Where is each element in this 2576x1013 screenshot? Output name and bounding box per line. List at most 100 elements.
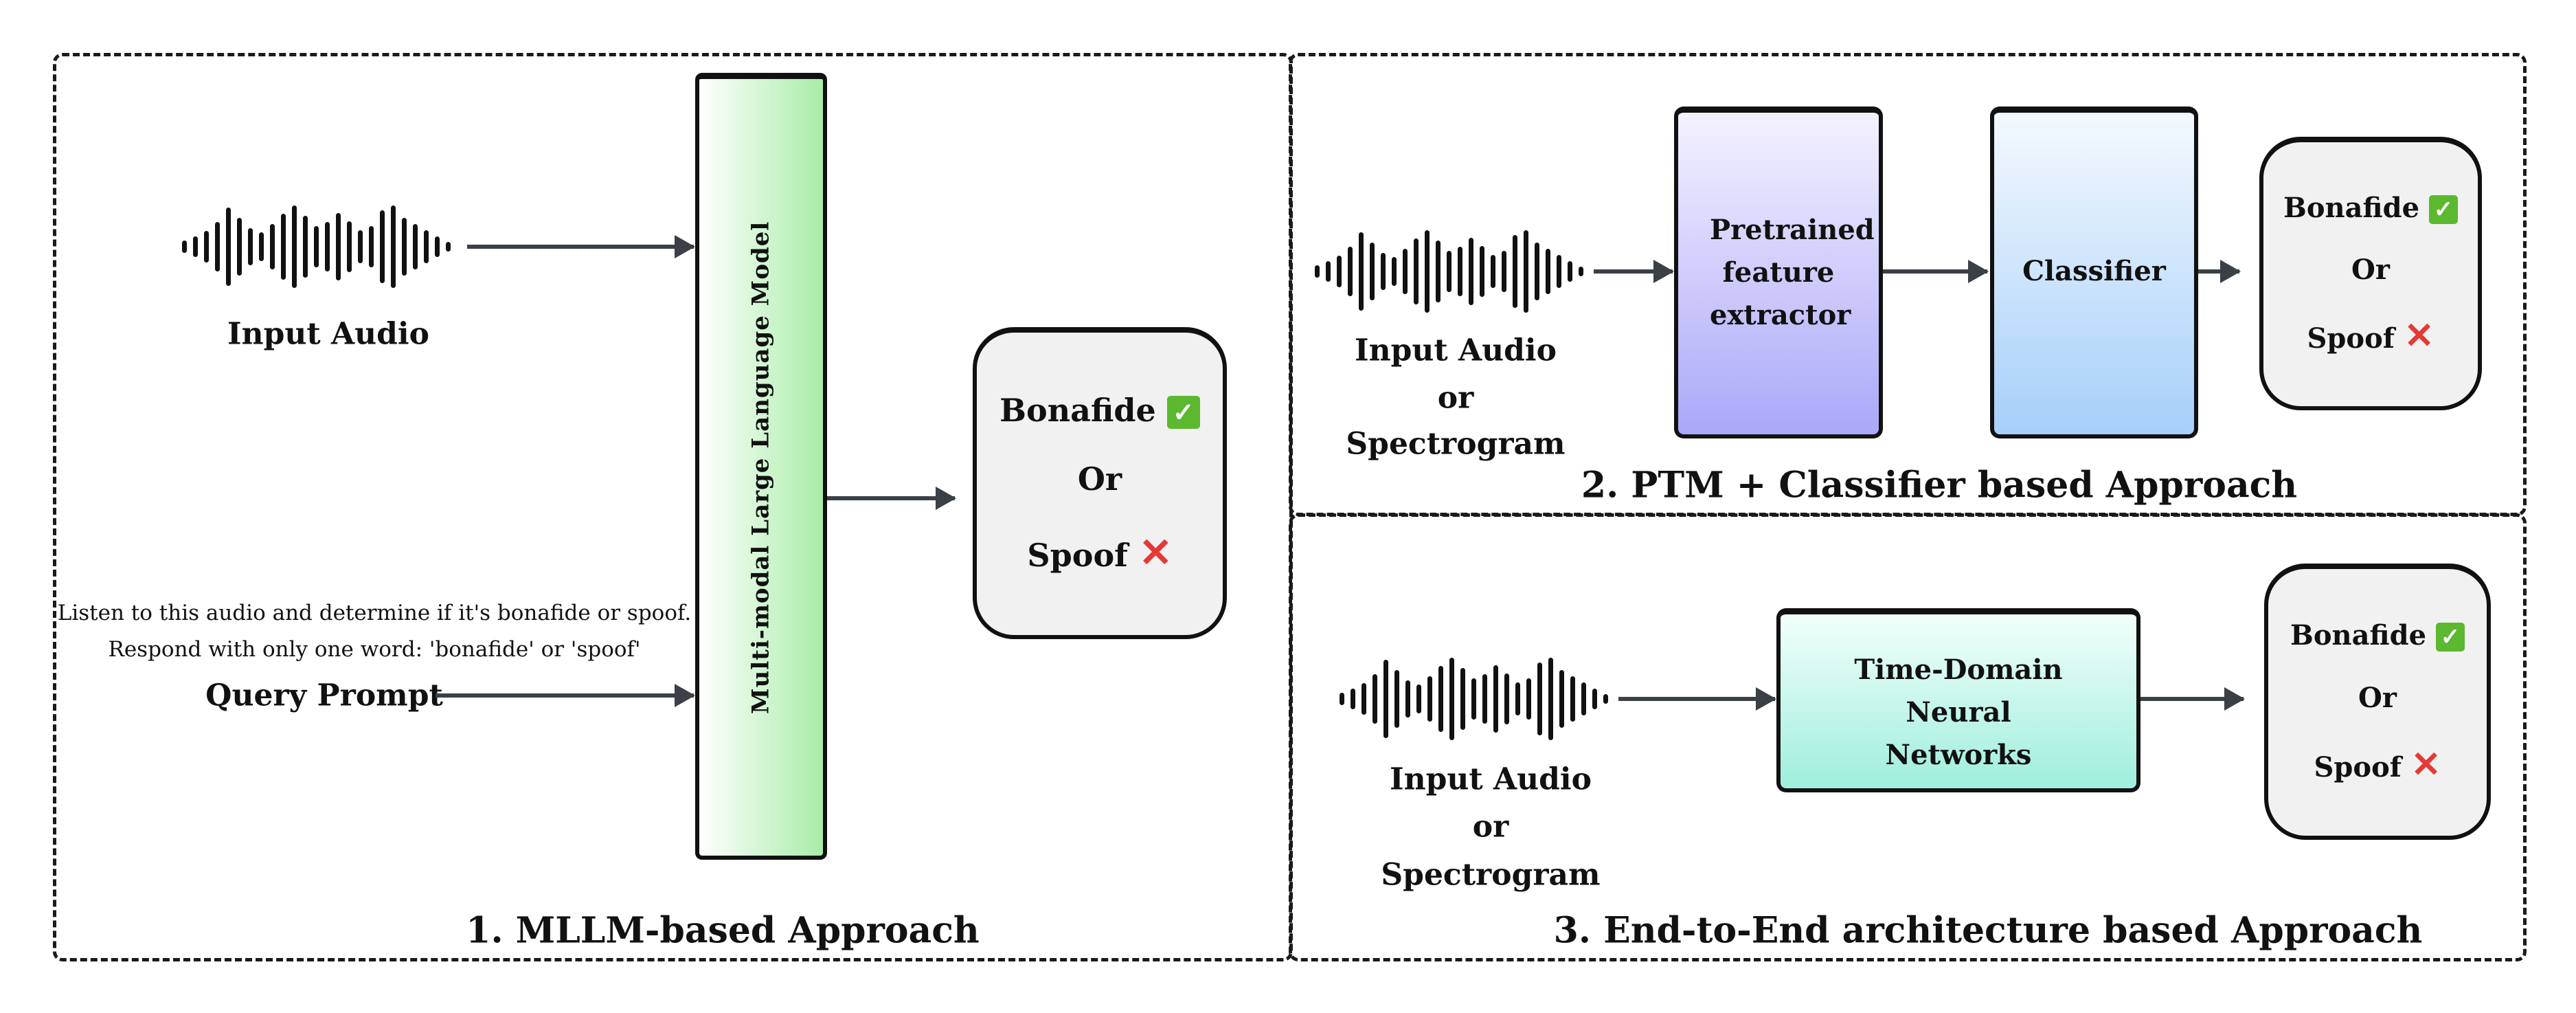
waveform-bar [1383, 660, 1388, 738]
arrow-network-to-output [2140, 697, 2244, 701]
input-label-line-3: Spectrogram [1346, 426, 1566, 462]
waveform-bar [1469, 238, 1473, 305]
waveform-bar [1491, 255, 1495, 288]
cross-mark-icon: ✕ [1138, 529, 1173, 576]
mllm-label: Multi-modal Large Language Model [747, 221, 775, 714]
ptm-output-box: Bonafide ✓ Or Spoof ✕ [2259, 137, 2482, 410]
waveform-bar [1326, 261, 1331, 282]
waveform-bar [1592, 689, 1597, 709]
waveform-bar [1337, 256, 1342, 287]
input-label-line-1: Input Audio [1355, 333, 1557, 368]
waveform-bar [303, 216, 308, 278]
or-label: Or [2351, 253, 2390, 286]
waveform-bar [1414, 238, 1419, 304]
waveform-bar [248, 228, 253, 265]
waveform-bar [215, 222, 220, 271]
waveform-bar [1568, 261, 1572, 282]
cross-mark-icon: ✕ [2410, 743, 2441, 786]
time-domain-neural-network-block: Time-Domain Neural Networks [1776, 608, 2140, 792]
waveform-bar [358, 230, 363, 263]
waveform-bar [1480, 246, 1484, 297]
bonafide-row: Bonafide ✓ [2290, 619, 2465, 652]
waveform-bar [435, 236, 440, 257]
waveform-bar [325, 222, 330, 271]
waveform-bar [1482, 674, 1487, 724]
waveform-bar [1504, 674, 1509, 724]
waveform-bar [1359, 232, 1364, 311]
input-audio-label: Input Audio [227, 316, 429, 352]
waveform-bar [1351, 689, 1355, 709]
mllm-output-box: Bonafide ✓ Or Spoof ✕ [973, 327, 1227, 639]
waveform-bar [1372, 674, 1377, 724]
pretrained-feature-extractor-block: Pretrained feature extractor [1674, 107, 1883, 438]
waveform-bar [1403, 249, 1408, 294]
or-label: Or [1077, 460, 1122, 498]
waveform-bar [1559, 670, 1564, 728]
waveform-bar [281, 214, 286, 280]
panel-end-to-end [1289, 513, 2527, 961]
waveform-bar [413, 224, 418, 269]
waveform-bar [1447, 251, 1451, 292]
waveform-bar [1438, 666, 1443, 732]
waveform-bar [1548, 658, 1553, 740]
waveform-bar [1315, 265, 1320, 278]
check-mark-icon: ✓ [2435, 623, 2465, 652]
waveform-bar [1535, 243, 1539, 300]
waveform-bar [1370, 243, 1375, 300]
input-label-line-1: Input Audio [1390, 761, 1592, 797]
audio-waveform-icon [182, 205, 457, 288]
spoof-row: Spoof ✕ [2314, 743, 2441, 786]
waveform-bar [1340, 693, 1344, 705]
waveform-bar [369, 226, 374, 267]
waveform-bar [1449, 658, 1454, 740]
waveform-bar [1471, 678, 1476, 720]
waveform-bar [193, 236, 198, 257]
panel-2-title: 2. PTM + Classifier based Approach [1581, 464, 2298, 506]
waveform-bar [446, 242, 451, 252]
waveform-bar [1603, 694, 1608, 704]
spoof-row: Spoof ✕ [1027, 529, 1173, 576]
bonafide-row: Bonafide ✓ [999, 392, 1200, 429]
waveform-bar [1348, 247, 1353, 296]
audio-waveform-icon [1315, 230, 1590, 313]
waveform-bar [1381, 253, 1386, 290]
arrow-ptm-to-classifier [1883, 269, 1987, 274]
query-prompt-label: Query Prompt [205, 678, 443, 713]
waveform-bar [1427, 676, 1432, 722]
input-label-line-2: or [1472, 809, 1509, 845]
waveform-bar [1392, 257, 1397, 286]
waveform-bar [336, 213, 341, 280]
mllm-block: Multi-modal Large Language Model [695, 73, 827, 860]
waveform-bar [1493, 665, 1498, 733]
arrow-audio-to-network [1618, 697, 1775, 701]
waveform-bar [1425, 230, 1430, 313]
bonafide-row: Bonafide ✓ [2283, 192, 2458, 225]
waveform-bar [1581, 682, 1586, 715]
waveform-bar [292, 205, 297, 288]
waveform-bar [1394, 670, 1399, 728]
waveform-bar [1458, 247, 1462, 296]
waveform-bar [1513, 235, 1517, 308]
or-label: Or [2358, 681, 2397, 714]
arrow-classifier-to-output [2198, 269, 2239, 274]
prompt-text-line-1: Listen to this audio and determine if it… [57, 601, 692, 625]
waveform-bar [1557, 255, 1561, 288]
waveform-bar [347, 221, 352, 272]
arrow-llm-to-output [827, 496, 955, 500]
cross-mark-icon: ✕ [2404, 314, 2434, 357]
waveform-bar [1460, 668, 1465, 730]
waveform-bar [237, 218, 242, 276]
check-mark-icon: ✓ [2428, 195, 2458, 225]
input-label-line-3: Spectrogram [1381, 857, 1601, 893]
waveform-bar [1362, 683, 1366, 715]
waveform-bar [402, 218, 407, 276]
waveform-bar [1515, 682, 1520, 715]
waveform-bar [1524, 230, 1528, 313]
waveform-bar [1526, 678, 1531, 720]
arrow-prompt-to-llm [436, 693, 694, 698]
waveform-bar [226, 208, 231, 286]
waveform-bar [1579, 267, 1583, 276]
waveform-bar [1546, 249, 1550, 294]
classifier-block: Classifier [1990, 107, 2198, 438]
panel-3-title: 3. End-to-End architecture based Approac… [1553, 909, 2423, 952]
